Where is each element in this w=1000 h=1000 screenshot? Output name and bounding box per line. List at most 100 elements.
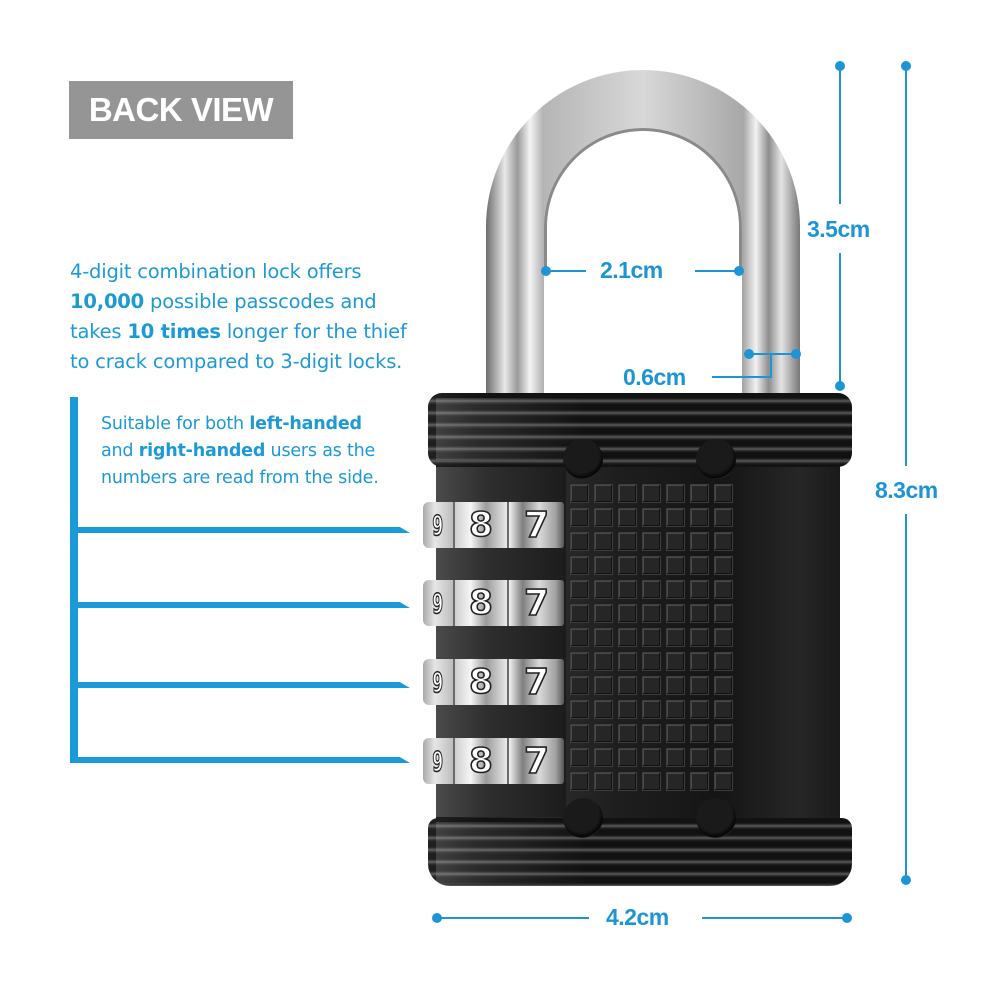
grip-cell bbox=[618, 484, 637, 503]
grip-cell bbox=[642, 532, 661, 551]
dim-3-5-line-bottom bbox=[839, 253, 841, 383]
grip-cell bbox=[570, 556, 589, 575]
grip-cell bbox=[666, 652, 685, 671]
dim-shackle-thickness-label: 0.6cm bbox=[623, 364, 686, 390]
grip-cell bbox=[570, 508, 589, 527]
handedness-line-2: and right-handed users as the bbox=[101, 441, 376, 461]
top-band-highlight bbox=[436, 398, 586, 460]
grip-cell bbox=[570, 532, 589, 551]
dim-0-6-line-top bbox=[749, 353, 795, 355]
grip-cell bbox=[666, 508, 685, 527]
lock-top-ribbed-band bbox=[428, 393, 852, 467]
grip-cell bbox=[714, 724, 733, 743]
grip-cell bbox=[642, 556, 661, 575]
grip-cell bbox=[570, 724, 589, 743]
grip-cell bbox=[618, 772, 637, 791]
combination-dial-2[interactable]: 9 8 7 bbox=[423, 580, 564, 626]
grip-cell bbox=[666, 532, 685, 551]
callout-bracket-vertical bbox=[70, 397, 78, 763]
grip-cell bbox=[618, 604, 637, 623]
dim-0-6-leader-horizontal bbox=[712, 376, 772, 378]
grip-cell bbox=[666, 556, 685, 575]
grip-cell bbox=[642, 484, 661, 503]
grip-cell bbox=[642, 604, 661, 623]
grip-cell bbox=[594, 628, 613, 647]
rivet-icon-top-left bbox=[563, 439, 603, 479]
dim-4-2-dot-right-icon bbox=[842, 913, 852, 923]
dial-3-digit-side: 9 bbox=[423, 659, 455, 705]
grip-cell bbox=[714, 532, 733, 551]
grip-cell bbox=[594, 700, 613, 719]
grip-cell bbox=[690, 532, 709, 551]
callout-line-dial-1 bbox=[70, 527, 410, 533]
dial-2-digit-middle: 8 bbox=[455, 580, 509, 626]
grip-cell bbox=[666, 772, 685, 791]
handedness-feature-text: Suitable for both left-handed and right-… bbox=[101, 411, 431, 492]
dim-total-height-label: 8.3cm bbox=[875, 477, 938, 503]
dim-shackle-height-label: 3.5cm bbox=[807, 216, 870, 242]
grip-cell bbox=[594, 508, 613, 527]
combination-dial-1[interactable]: 9 8 7 bbox=[423, 502, 564, 548]
dim-shackle-width-label: 2.1cm bbox=[600, 257, 663, 283]
grip-cell bbox=[690, 556, 709, 575]
handedness-line-1: Suitable for both left-handed bbox=[101, 414, 362, 434]
grip-cell bbox=[714, 484, 733, 503]
grip-cell bbox=[570, 484, 589, 503]
combination-line-3: takes 10 times longer for the thief bbox=[70, 320, 407, 343]
grip-cell bbox=[714, 508, 733, 527]
dim-2-1-line-left bbox=[546, 270, 586, 272]
grip-cell bbox=[570, 628, 589, 647]
dial-4-digit-front: 7 bbox=[509, 738, 564, 784]
grip-cell bbox=[714, 700, 733, 719]
grip-cell bbox=[618, 724, 637, 743]
dim-3-5-line-top bbox=[839, 66, 841, 204]
grip-cell bbox=[642, 676, 661, 695]
grip-cell bbox=[642, 652, 661, 671]
grip-texture-grid bbox=[570, 484, 740, 802]
grip-cell bbox=[618, 508, 637, 527]
back-view-label: BACK VIEW bbox=[88, 91, 274, 128]
grip-cell bbox=[666, 580, 685, 599]
grip-cell bbox=[618, 556, 637, 575]
grip-cell bbox=[570, 676, 589, 695]
combination-line-1: 4-digit combination lock offers bbox=[70, 260, 362, 283]
dial-1-digit-middle: 8 bbox=[455, 502, 509, 548]
grip-cell bbox=[690, 652, 709, 671]
grip-cell bbox=[570, 580, 589, 599]
grip-cell bbox=[618, 580, 637, 599]
grip-cell bbox=[714, 628, 733, 647]
grip-cell bbox=[666, 604, 685, 623]
dim-4-2-line-right bbox=[702, 917, 846, 919]
combination-dial-3[interactable]: 9 8 7 bbox=[423, 659, 564, 705]
grip-cell bbox=[666, 724, 685, 743]
dial-1-digit-side: 9 bbox=[423, 502, 455, 548]
callout-line-dial-2 bbox=[70, 602, 410, 608]
grip-cell bbox=[642, 772, 661, 791]
grip-cell bbox=[642, 700, 661, 719]
grip-cell bbox=[690, 724, 709, 743]
dim-8-3-line-top bbox=[905, 66, 907, 466]
rivet-icon-top-right bbox=[696, 439, 736, 479]
dim-body-width-label: 4.2cm bbox=[606, 904, 669, 930]
callout-line-dial-3 bbox=[70, 682, 410, 688]
grip-cell bbox=[570, 772, 589, 791]
grip-cell bbox=[594, 676, 613, 695]
grip-cell bbox=[690, 508, 709, 527]
grip-cell bbox=[618, 676, 637, 695]
grip-cell bbox=[690, 580, 709, 599]
grip-cell bbox=[666, 700, 685, 719]
grip-cell bbox=[714, 580, 733, 599]
grip-cell bbox=[714, 604, 733, 623]
grip-cell bbox=[642, 508, 661, 527]
combination-line-2: 10,000 possible passcodes and bbox=[70, 290, 377, 313]
rivet-icon-bottom-right bbox=[696, 798, 736, 838]
dim-3-5-dot-bottom-icon bbox=[835, 381, 845, 391]
grip-cell bbox=[594, 652, 613, 671]
grip-cell bbox=[642, 580, 661, 599]
grip-cell bbox=[618, 532, 637, 551]
combination-dial-4[interactable]: 9 8 7 bbox=[423, 738, 564, 784]
grip-cell bbox=[618, 628, 637, 647]
grip-cell bbox=[642, 748, 661, 767]
grip-cell bbox=[690, 700, 709, 719]
grip-cell bbox=[666, 628, 685, 647]
